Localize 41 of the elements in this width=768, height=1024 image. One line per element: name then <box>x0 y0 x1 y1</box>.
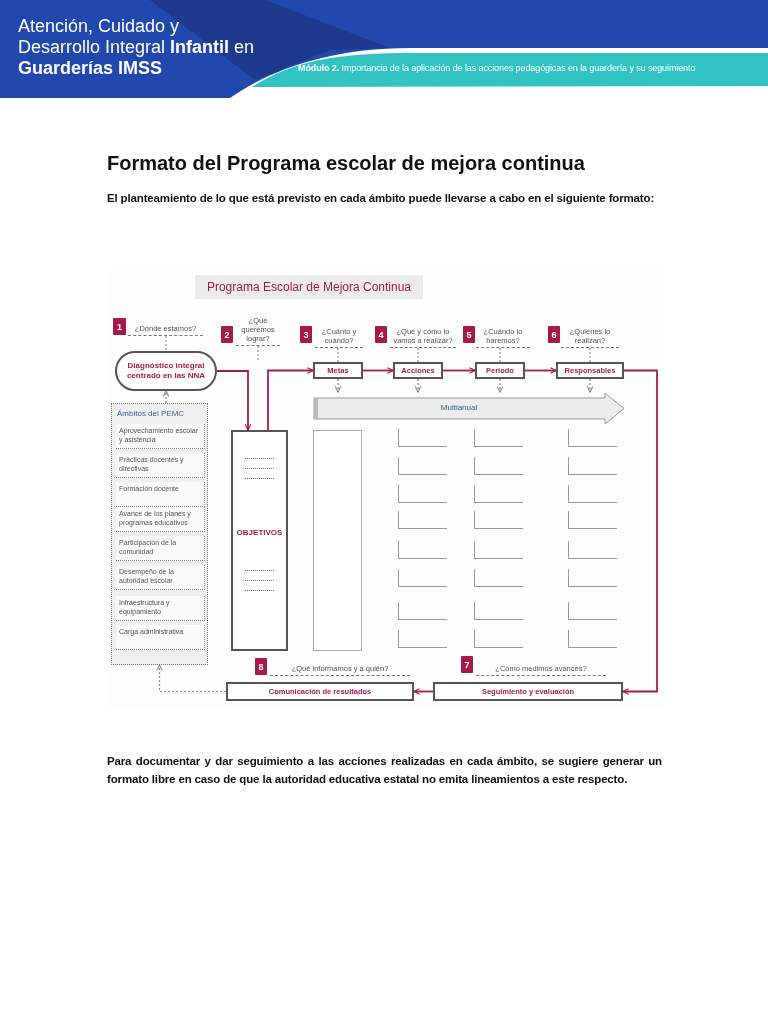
timeline-arrow <box>313 392 625 425</box>
dotted-connector <box>337 347 339 363</box>
dotted-connector <box>162 390 170 404</box>
terminal-box: Diagnóstico integral centrado en las NNA <box>115 351 217 391</box>
arrow <box>267 367 314 431</box>
dotted-connector <box>165 335 167 352</box>
closing-paragraph: Para documentar y dar seguimiento a las acciones realizadas en cada ámbito, se sugiere generar un formato libre en caso de que la autoridad educativa estatal no emita lineamientos a este respecto. <box>107 754 662 787</box>
number-badge: 5 <box>463 326 475 343</box>
arrow <box>362 367 394 374</box>
intro-paragraph: El planteamiento de lo que está previsto en cada ámbito puede llevarse a cabo en el siguiente formato: <box>107 191 656 206</box>
number-badge: 4 <box>375 326 387 343</box>
dotted-connector <box>499 347 501 363</box>
column-heading: OBJETIVOS <box>235 528 284 537</box>
number-badge: 1 <box>113 318 126 335</box>
dotted-connector <box>414 378 422 393</box>
dotted-connector <box>417 347 419 363</box>
header-title: Atención, Cuidado y Desarrollo Integral Infantil en Guarderías IMSS <box>18 16 256 79</box>
dotted-connector <box>334 378 342 393</box>
column-box <box>231 430 288 651</box>
module-title: Módulo 2. Importancia de la aplicación de las acciones pedagógicas en la guardería y su seguimiento <box>298 63 696 73</box>
page-title: Formato del Programa escolar de mejora continua <box>107 152 585 175</box>
number-badge: 8 <box>255 658 267 675</box>
dotted-connector <box>586 378 594 393</box>
dotted-connector <box>496 378 504 393</box>
dotted-connector <box>257 345 259 361</box>
number-badge: 6 <box>548 326 560 343</box>
arrow-label: Multianual <box>439 403 479 412</box>
group-panel <box>111 403 208 665</box>
arrow <box>413 688 434 695</box>
number-badge: 2 <box>221 326 233 343</box>
arrow <box>524 367 557 374</box>
number-badge: 7 <box>461 656 473 673</box>
dotted-connector <box>156 664 227 693</box>
dotted-connector <box>589 347 591 363</box>
title-banner: Programa Escolar de Mejora Continua <box>195 275 423 299</box>
number-badge: 3 <box>300 326 312 343</box>
arrow <box>622 369 658 695</box>
arrow <box>442 367 476 374</box>
arrow <box>216 370 252 431</box>
empty-column <box>313 430 362 651</box>
group-heading: Ámbitos del PEMC <box>117 409 185 418</box>
